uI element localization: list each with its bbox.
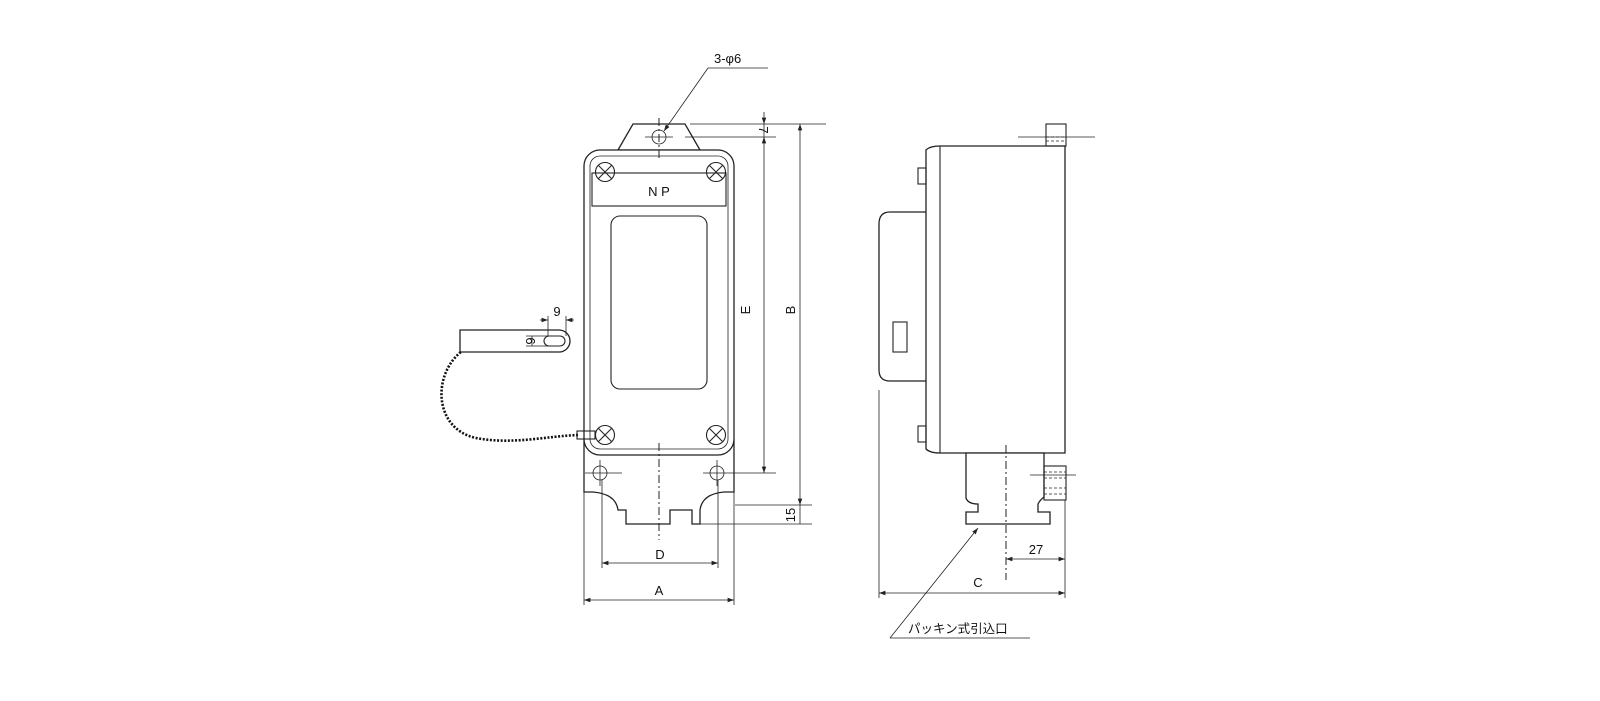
- horizontal-dimensions-side: C 27: [878, 390, 1066, 598]
- nameplate-label: N P: [648, 184, 670, 199]
- gland-note-label: パッキン式引込口: [908, 621, 1008, 636]
- key-tag-slot: [543, 335, 566, 347]
- dim-D-label: D: [655, 547, 664, 562]
- side-screw-top: [917, 167, 927, 185]
- side-view: [878, 123, 1095, 580]
- side-enclosure: [925, 145, 1066, 454]
- cable-gland: [965, 452, 1051, 525]
- key-tag: [459, 329, 571, 353]
- dim-A-label: A: [655, 583, 664, 598]
- side-screw-bottom: [917, 425, 927, 443]
- dim-E-label: E: [738, 305, 753, 314]
- horizontal-dimensions-front: D A: [583, 492, 735, 605]
- vertical-dimensions: 7 E B 15: [685, 112, 826, 525]
- side-mounting-plate: [878, 211, 939, 382]
- key-holder-stub: [576, 430, 596, 440]
- dim-C-label: C: [973, 575, 982, 590]
- dim-6-label: 6: [523, 337, 538, 344]
- dim-15-label: 15: [783, 508, 798, 522]
- screw-icon: [594, 161, 616, 183]
- dim-7-label: 7: [756, 126, 771, 133]
- key-tag-dimensions: 9 6: [523, 304, 574, 347]
- nameplate: [591, 172, 727, 207]
- dim-27-label: 27: [1029, 542, 1043, 557]
- screw-icon: [705, 161, 727, 183]
- key-chain: [440, 344, 579, 442]
- dim-9-label: 9: [553, 304, 560, 319]
- hole-spec-callout: 3-φ6: [663, 51, 768, 132]
- viewing-window: [610, 215, 708, 390]
- front-view: N P: [440, 118, 776, 568]
- side-top-lug: [1045, 123, 1067, 147]
- hole-spec-label: 3-φ6: [714, 51, 741, 66]
- screw-icon: [594, 424, 616, 446]
- screw-icon: [705, 424, 727, 446]
- gland-callout: パッキン式引込口: [889, 527, 1030, 639]
- dim-B-label: B: [783, 306, 798, 315]
